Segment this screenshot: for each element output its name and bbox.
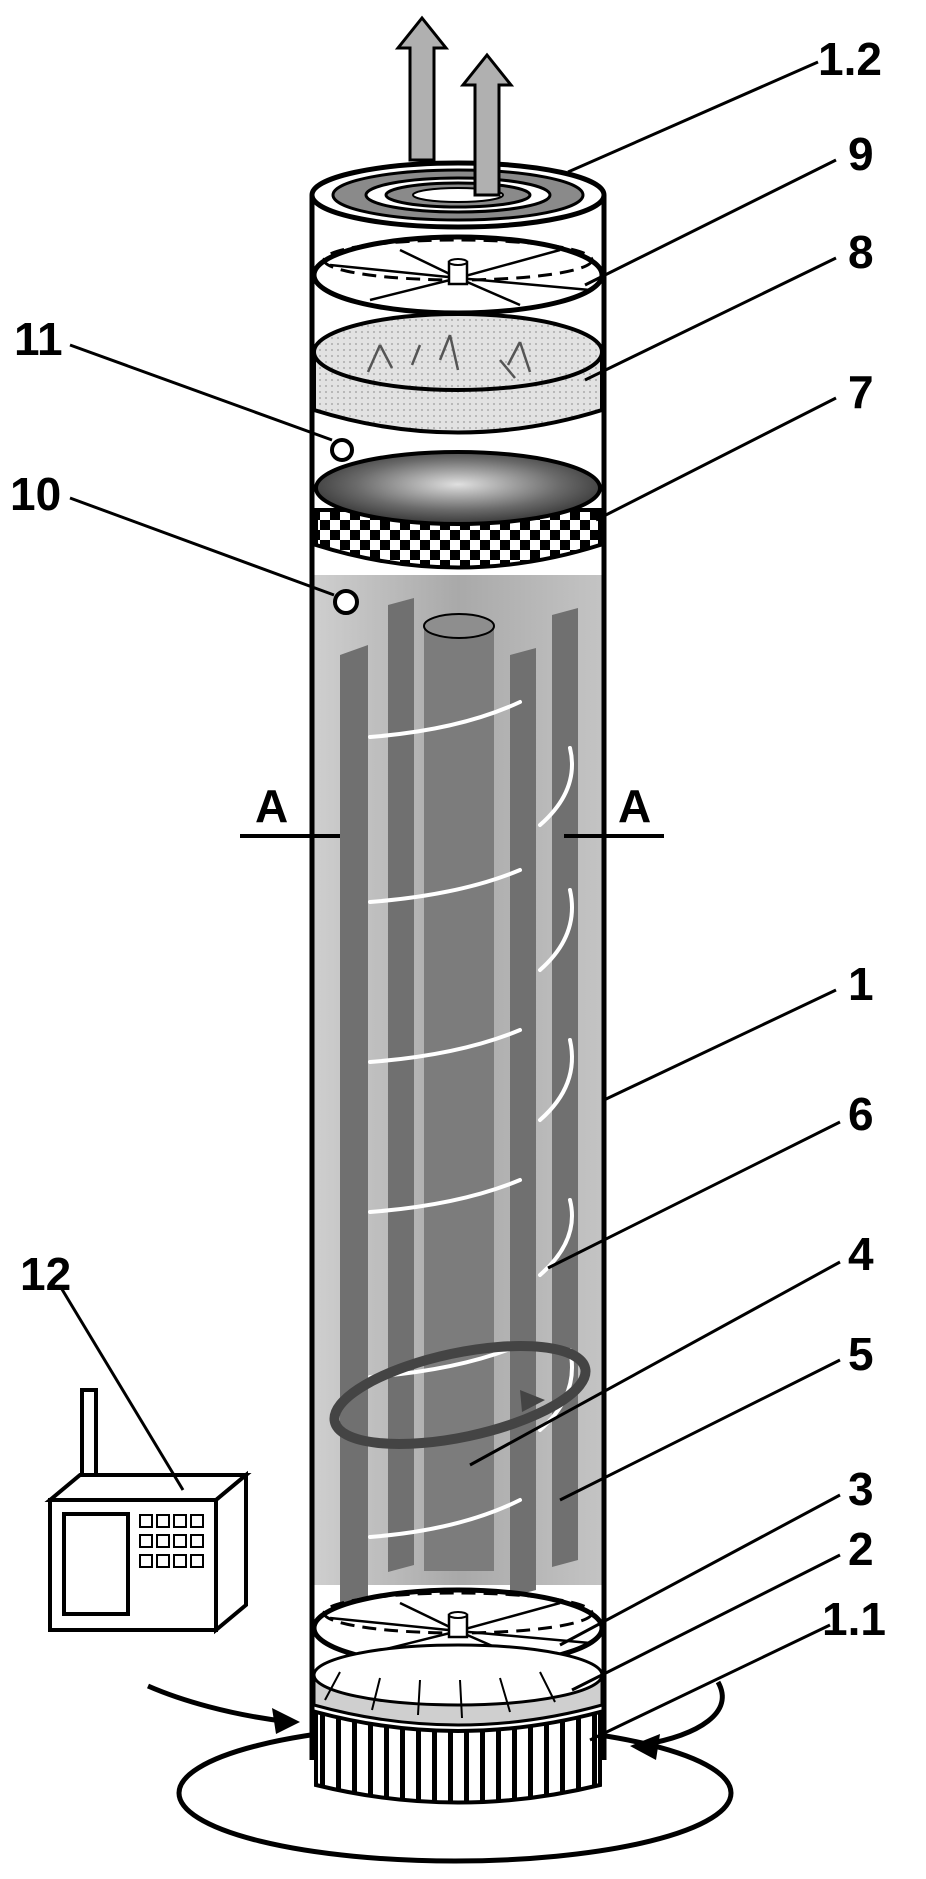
label-10: 10 <box>10 468 61 520</box>
port-11 <box>330 438 354 462</box>
label-A-left: A <box>255 780 288 832</box>
rotation-arrow-left <box>146 1683 291 1725</box>
base-plate <box>312 1643 604 1727</box>
outlet-arrow-left <box>394 15 450 162</box>
antenna <box>80 1388 98 1477</box>
label-6: 6 <box>848 1088 874 1140</box>
label-8: 8 <box>848 226 874 278</box>
port-10 <box>333 589 359 615</box>
internal-rotation-loop <box>329 1341 591 1449</box>
separation-plate <box>314 450 602 570</box>
filter-layer <box>312 312 604 435</box>
helical-coil <box>368 700 574 1539</box>
outlet-arrow-right <box>459 52 515 197</box>
label-4: 4 <box>848 1228 874 1280</box>
label-3: 3 <box>848 1463 874 1515</box>
checker-band <box>314 508 602 570</box>
control-keypad <box>139 1514 204 1568</box>
central-core <box>423 613 495 1571</box>
control-unit <box>44 1388 252 1635</box>
rotation-arrowhead-left <box>272 1708 300 1734</box>
label-5: 5 <box>848 1328 874 1380</box>
label-A-right: A <box>618 780 651 832</box>
label-1-1: 1.1 <box>822 1593 886 1645</box>
label-2: 2 <box>848 1523 874 1575</box>
rotation-arrow-right <box>641 1680 725 1748</box>
upper-stirrer <box>311 234 605 316</box>
label-12: 12 <box>20 1248 71 1300</box>
label-7: 7 <box>848 366 874 418</box>
label-9: 9 <box>848 128 874 180</box>
label-1-2: 1.2 <box>818 33 882 85</box>
rotation-arrowhead-right <box>630 1734 660 1760</box>
leader-lines <box>58 60 841 1742</box>
base-drive <box>314 1709 602 1805</box>
control-display <box>62 1512 130 1616</box>
label-11: 11 <box>14 313 63 365</box>
baffle-rods <box>340 598 578 1608</box>
gas-outlet-arrows <box>394 15 515 197</box>
label-1: 1 <box>848 958 874 1010</box>
dome-cap <box>314 450 602 526</box>
top-cap <box>309 160 607 230</box>
